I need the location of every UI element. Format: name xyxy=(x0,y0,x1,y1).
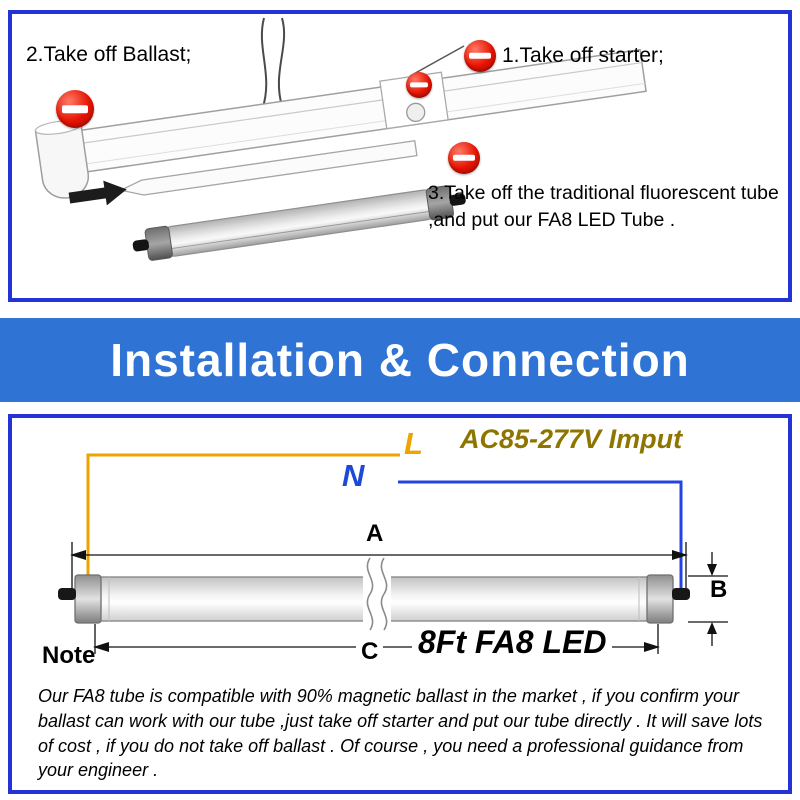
prohibition-icon-ballast xyxy=(56,90,94,128)
tube-model-label: 8Ft FA8 LED xyxy=(412,624,613,661)
dimension-a-label: A xyxy=(366,520,384,547)
prohibition-icon-tube xyxy=(448,142,480,174)
dimension-b xyxy=(688,552,728,646)
fluorescent-tube xyxy=(132,185,466,261)
banner-title: Installation & Connection xyxy=(110,334,690,386)
step-2-label: 2.Take off Ballast; xyxy=(26,43,192,66)
dimension-a xyxy=(70,542,688,588)
dimension-c-label: C xyxy=(356,638,384,666)
wiring-diagram xyxy=(58,453,728,654)
note-paragraph: Our FA8 tube is compatible with 90% magn… xyxy=(38,686,763,781)
led-tube xyxy=(58,557,690,631)
fixture-body xyxy=(34,48,647,199)
note-title: Note xyxy=(42,642,96,669)
supply-wires xyxy=(260,17,286,111)
ballast-arrow-icon xyxy=(68,180,127,206)
prohibition-icon-starter xyxy=(464,40,496,72)
left-pin xyxy=(58,588,76,600)
removal-steps-panel: 2.Take off Ballast; 1.Take off starter; … xyxy=(8,10,792,302)
neutral-label: N xyxy=(342,458,365,493)
right-pin xyxy=(672,588,690,600)
live-label: L xyxy=(404,426,423,461)
step-3-label: 3.Take off the traditional fluorescent t… xyxy=(428,182,779,232)
step-1-label: 1.Take off starter; xyxy=(502,44,664,67)
wiring-panel: L AC85-277V Imput N A B C 8Ft FA8 LED No… xyxy=(8,414,792,794)
tube-break-symbol xyxy=(363,557,391,631)
prohibition-icon-on-fixture xyxy=(406,72,432,98)
dimension-b-label: B xyxy=(710,576,728,603)
section-banner: Installation & Connection xyxy=(0,318,800,402)
input-voltage-label: AC85-277V Imput xyxy=(460,424,683,454)
starter-leader-line xyxy=(409,45,465,77)
